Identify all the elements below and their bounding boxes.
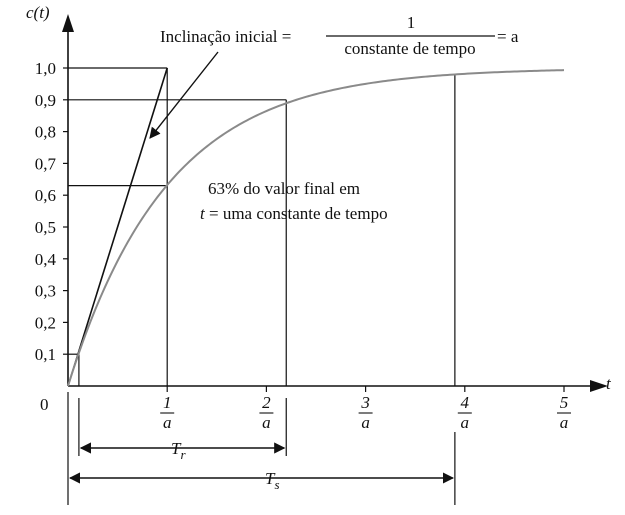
ts-label: Ts [265, 469, 280, 492]
x-tick-denominator: a [560, 413, 569, 432]
y-tick-label: 0,6 [35, 186, 56, 205]
y-tick-label: 0,4 [35, 250, 57, 269]
y-tick-label: 0,2 [35, 313, 56, 332]
pct63-rest: = uma constante de tempo [205, 204, 388, 223]
x-tick-numerator: 2 [262, 393, 271, 412]
x-tick-denominator: a [361, 413, 370, 432]
x-tick-denominator: a [262, 413, 271, 432]
slope-numerator: 1 [407, 13, 416, 32]
response-curve [67, 69, 565, 387]
slope-pointer [149, 51, 219, 139]
tangent-line [67, 67, 168, 387]
slope-suffix: = a [497, 27, 519, 46]
origin-label: 0 [40, 395, 49, 414]
y-tick-label: 0,7 [35, 154, 57, 173]
x-axis-arrow [590, 380, 608, 392]
slope-prefix: Inclinação inicial = [160, 27, 291, 46]
slope-denominator: constante de tempo [344, 39, 475, 58]
y-tick-label: 1,0 [35, 59, 56, 78]
ts-sub: s [274, 477, 279, 492]
y-tick-label: 0,1 [35, 345, 56, 364]
pct63-var: t [200, 204, 206, 223]
x-tick-numerator: 4 [461, 393, 470, 412]
x-tick-denominator: a [461, 413, 470, 432]
y-tick-label: 0,9 [35, 91, 56, 110]
tr-main: T [171, 439, 182, 458]
y-tick-label: 0,3 [35, 282, 56, 301]
tr-sub: r [180, 447, 186, 462]
tr-label: Tr [171, 439, 186, 462]
x-tick-numerator: 5 [560, 393, 569, 412]
x-tick-numerator: 3 [360, 393, 370, 412]
y-axis-label: c(t) [26, 3, 50, 22]
y-tick-label: 0,5 [35, 218, 56, 237]
y-tick-label: 0,8 [35, 123, 56, 142]
y-axis-arrow [62, 14, 74, 32]
guide-lines [67, 67, 456, 505]
x-axis-label: t [606, 374, 612, 393]
pct63-line1: 63% do valor final em [208, 179, 360, 198]
x-tick-numerator: 1 [163, 393, 172, 412]
pct63-line2: t = uma constante de tempo [200, 204, 388, 223]
y-ticks: 0,1 0,2 0,3 0,4 0,5 0,6 0,7 0,8 0,9 1,0 [35, 59, 68, 364]
ts-main: T [265, 469, 276, 488]
x-tick-denominator: a [163, 413, 172, 432]
